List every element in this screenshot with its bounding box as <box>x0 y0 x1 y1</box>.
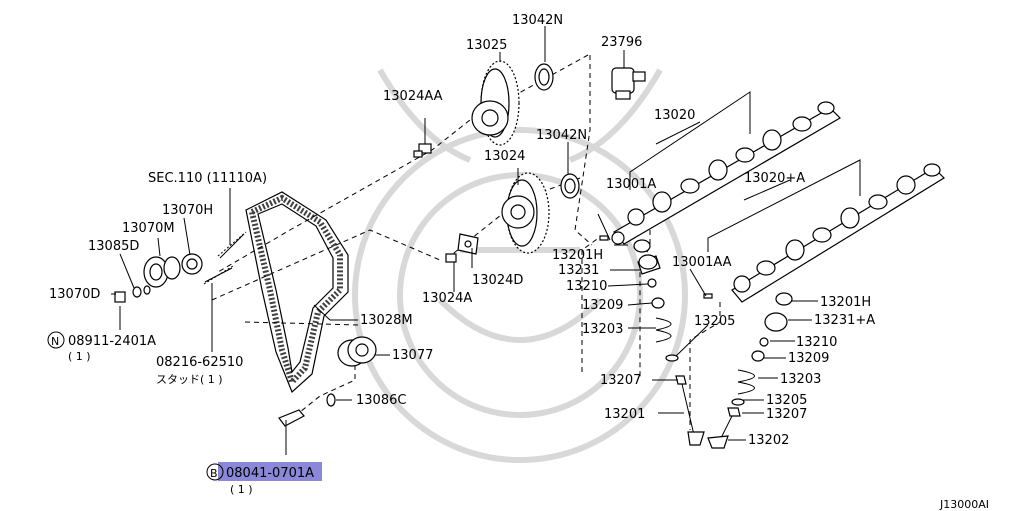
label-13024d[interactable]: 13024D <box>472 273 523 288</box>
label-13209-right[interactable]: 13209 <box>788 351 829 366</box>
label-13203-left[interactable]: 13203 <box>582 322 623 337</box>
label-13210-right[interactable]: 13210 <box>796 335 837 350</box>
bolt-part-number: 08041-0701A <box>226 466 314 481</box>
label-13201[interactable]: 13201 <box>604 407 645 422</box>
bolt-prefix-circle <box>206 463 224 481</box>
callout-nut-08911[interactable]: N 08911-2401A ( 1 ) <box>47 331 156 363</box>
camshaft-pulley-lower <box>501 172 550 254</box>
label-23796[interactable]: 23796 <box>601 35 642 50</box>
pin-13001a <box>599 235 609 241</box>
label-13203-right[interactable]: 13203 <box>780 372 821 387</box>
label-13070d[interactable]: 13070D <box>49 287 100 302</box>
bracket-13020 <box>629 91 751 190</box>
watermark-emblem <box>352 68 688 463</box>
pin-13001aa <box>703 293 713 299</box>
bracket-13020a <box>707 159 861 252</box>
camshaft-upper <box>611 101 841 245</box>
label-13231[interactable]: 13231 <box>558 263 599 278</box>
camshaft-lower <box>731 163 945 303</box>
label-13077[interactable]: 13077 <box>392 348 433 363</box>
label-13001a[interactable]: 13001A <box>606 177 656 192</box>
label-13202[interactable]: 13202 <box>748 433 789 448</box>
label-13028m[interactable]: 13028M <box>360 313 413 328</box>
timing-belt <box>245 191 349 394</box>
label-13025[interactable]: 13025 <box>466 38 507 53</box>
stud-part-number: 08216-62510 <box>156 355 243 370</box>
label-sec110[interactable]: SEC.110 (11110A) <box>148 171 267 186</box>
idler-pulley <box>337 336 377 367</box>
leader-lines <box>111 26 818 441</box>
diagram-code: J13000AI <box>939 498 989 511</box>
label-13042n-mid[interactable]: 13042N <box>536 128 587 143</box>
callout-bolt-08041[interactable]: B 08041-0701A ( 1 ) <box>206 462 322 496</box>
nut-quantity: ( 1 ) <box>68 350 91 363</box>
oil-seal-upper <box>534 63 554 91</box>
camshaft-pulley-upper <box>471 60 520 146</box>
label-13020a[interactable]: 13020+A <box>744 171 805 186</box>
callout-stud-08216[interactable]: 08216-62510 スタッド( 1 ) <box>156 355 243 386</box>
bolt-prefix-letter: B <box>210 467 218 480</box>
tensioner-pulley <box>143 253 203 288</box>
label-13207-left[interactable]: 13207 <box>600 373 641 388</box>
label-13020[interactable]: 13020 <box>654 108 695 123</box>
label-13024a[interactable]: 13024A <box>422 291 472 306</box>
cam-sensor <box>611 67 646 100</box>
label-13042n-top[interactable]: 13042N <box>512 13 563 28</box>
bolt-highlight <box>218 462 322 481</box>
valve-train-left <box>633 239 705 446</box>
label-13231a[interactable]: 13231+A <box>814 313 875 328</box>
label-13210-left[interactable]: 13210 <box>566 279 607 294</box>
bolt-quantity: ( 1 ) <box>230 483 253 496</box>
washer-13070d <box>132 286 142 298</box>
label-13001aa[interactable]: 13001AA <box>672 255 732 270</box>
stud-name: スタッド( 1 ) <box>156 373 223 386</box>
nut-prefix-circle <box>47 331 65 349</box>
nut-part-number: 08911-2401A <box>68 334 156 349</box>
spring-washer <box>143 285 151 295</box>
label-13205-right[interactable]: 13205 <box>766 393 807 408</box>
nut-08911 <box>114 291 126 303</box>
bolt-08041 <box>278 409 305 455</box>
label-13205-left[interactable]: 13205 <box>694 314 735 329</box>
label-13024[interactable]: 13024 <box>484 149 525 164</box>
washer-13086c <box>326 393 352 407</box>
washer-plate-13024d <box>457 233 479 255</box>
bolt-13024aa <box>413 118 432 158</box>
stud-08216 <box>203 265 234 285</box>
label-13201h-right[interactable]: 13201H <box>820 295 871 310</box>
label-13207-right[interactable]: 13207 <box>766 407 807 422</box>
valve-train-right <box>707 292 793 449</box>
label-13086c[interactable]: 13086C <box>356 393 406 408</box>
nut-prefix-letter: N <box>51 335 59 348</box>
label-13201h-left[interactable]: 13201H <box>552 248 603 263</box>
oil-seal-middle <box>560 173 580 199</box>
label-13085d[interactable]: 13085D <box>88 239 139 254</box>
stud-13070h <box>217 231 247 259</box>
label-13209-left[interactable]: 13209 <box>582 298 623 313</box>
label-13070h[interactable]: 13070H <box>162 203 213 218</box>
label-13024aa[interactable]: 13024AA <box>383 89 443 104</box>
label-13070m[interactable]: 13070M <box>122 221 175 236</box>
